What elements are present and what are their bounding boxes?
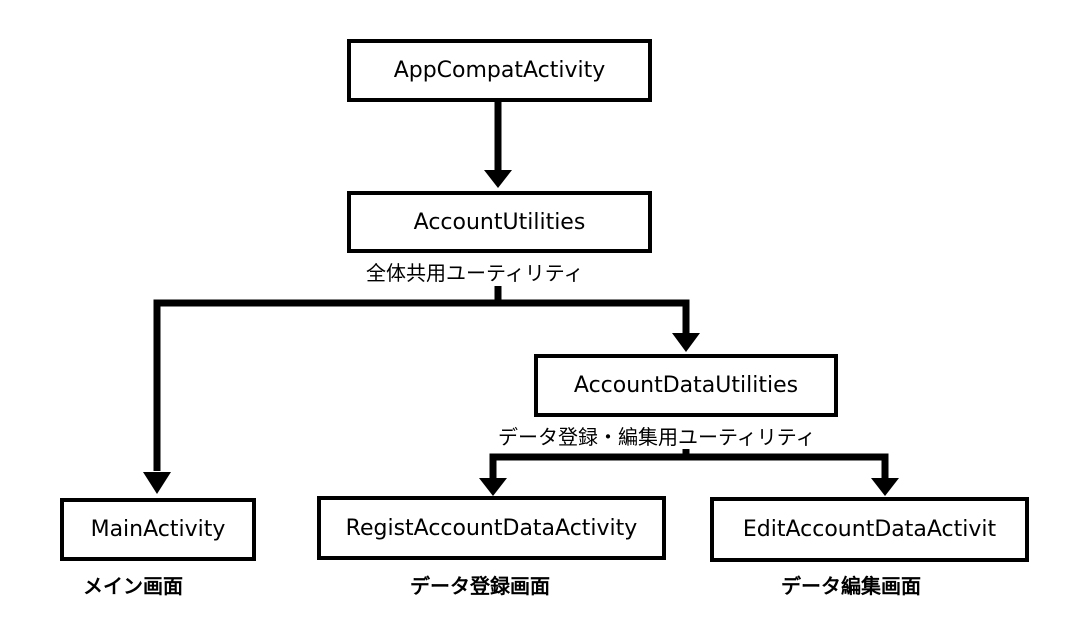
caption-edit: データ編集画面 [781, 574, 921, 598]
caption-account-utilities: 全体共用ユーティリティ [366, 261, 584, 285]
edge-accountutilities-branch [153, 299, 690, 471]
node-label: MainActivity [90, 517, 226, 542]
node-label: RegistAccountDataActivity [345, 515, 638, 541]
caption-main-activity: メイン画面 [83, 574, 183, 598]
node-regist-account-data-activity: RegistAccountDataActivity [317, 496, 666, 560]
arrowhead-mainactivity [143, 472, 171, 494]
node-label: AccountDataUtilities [573, 373, 799, 398]
arrowhead-regist [479, 478, 507, 496]
arrowhead-edit [871, 478, 899, 496]
node-account-utilities: AccountUtilities [347, 191, 652, 253]
caption-regist: データ登録画面 [410, 574, 550, 598]
node-account-data-utilities: AccountDataUtilities [534, 354, 838, 417]
caption-account-data-utilities: データ登録・編集用ユーティリティ [498, 425, 816, 449]
arrowhead-accountutilities [484, 170, 512, 188]
node-edit-account-data-activity: EditAccountDataActivit [710, 497, 1029, 562]
node-label: AppCompatActivity [393, 58, 606, 83]
edge-accountdatautilities-branch [489, 453, 889, 478]
node-app-compat-activity: AppCompatActivity [347, 39, 652, 102]
node-label: AccountUtilities [413, 209, 586, 235]
node-main-activity: MainActivity [60, 498, 256, 561]
arrowhead-accountdatautilities [672, 333, 700, 352]
node-label: EditAccountDataActivit [742, 517, 997, 542]
